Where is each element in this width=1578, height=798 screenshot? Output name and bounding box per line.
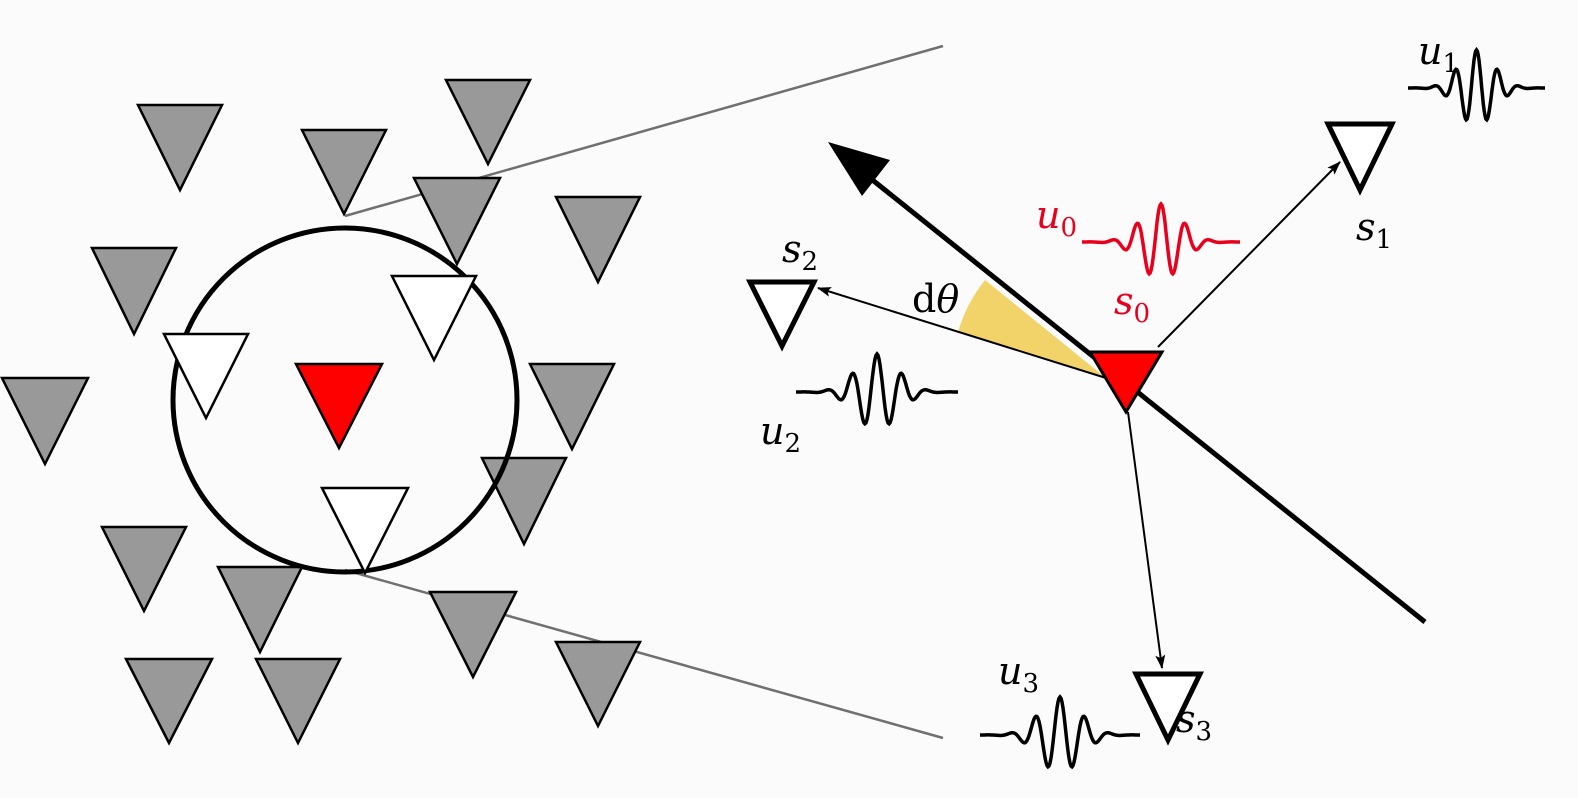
s2-station-icon [745,279,819,352]
propagation-arrowhead-icon [828,142,890,196]
gray-station-icon [427,590,519,680]
gray-station-icon [99,525,189,614]
gray-station-icon [123,657,215,746]
label-s3: s3 [1176,697,1212,747]
neighbor-station-icon [161,332,251,421]
gray-station-icon [553,195,643,285]
gray-station-icon [0,376,91,467]
neighbor-station-icon [389,274,479,363]
gray-station-icon [527,362,617,452]
gray-station-icon [553,640,643,729]
label-s1: s1 [1356,205,1392,255]
u0-wavelet-icon [1082,201,1240,277]
gray-station-icon [411,176,503,267]
gray-station-icon [299,128,389,217]
s0-station-icon [1087,350,1165,415]
s1-station-icon [1324,121,1396,196]
gray-station-icon [135,103,225,193]
gray-station-icon [215,565,305,655]
neighbor-stations [161,274,479,576]
gray-station-icon [89,246,179,337]
label-s0: s0 [1114,279,1150,329]
center-station-icon [293,362,385,451]
label-s2: s2 [782,227,818,277]
neighbor-station-icon [319,486,411,576]
label-u2: u2 [760,409,801,459]
label-u0: u0 [1036,193,1077,243]
gray-station-icon [253,657,343,746]
wavefront-line [868,176,1427,624]
gray-station-icon [443,78,533,167]
gray-station-icon [479,456,569,547]
u1-wavelet-icon [1408,46,1545,123]
ray-to-s1 [1157,161,1341,348]
label-dtheta: dθ [912,277,959,321]
selection-circle [170,225,520,575]
s3-station-icon [1132,671,1204,746]
angle-wedge [958,280,1106,378]
u3-wavelet-icon [980,694,1140,770]
ray-to-s2 [817,287,1107,379]
u2-wavelet-icon [796,351,958,427]
label-u3: u3 [998,649,1039,699]
ray-to-s3 [1127,411,1166,669]
label-u1: u1 [1418,29,1459,79]
gray-stations [0,78,643,746]
